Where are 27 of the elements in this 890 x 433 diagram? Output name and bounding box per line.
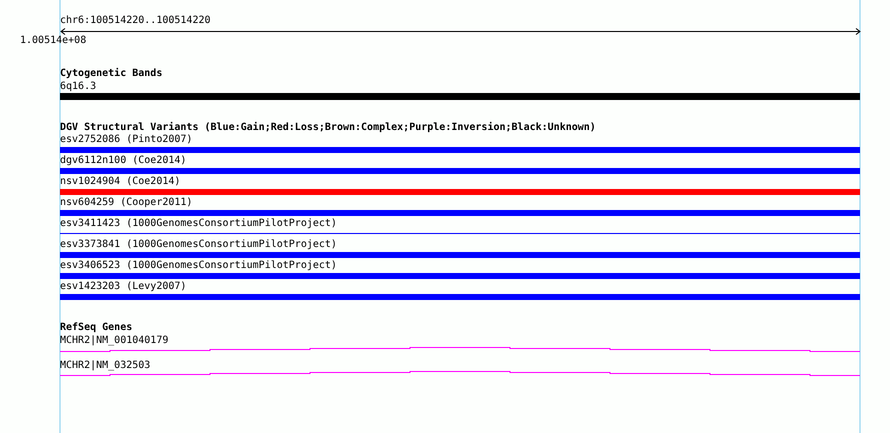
feature-track [60, 260, 860, 279]
feature-track [60, 239, 860, 258]
feature-label: nsv604259 (Cooper2011) [60, 197, 192, 208]
feature-label: esv3373841 (1000GenomesConsortiumPilotProject) [60, 239, 337, 250]
feature-track [60, 176, 860, 195]
track-title: RefSeq Genes [60, 322, 132, 333]
feature-track [60, 197, 860, 216]
gene-model [60, 335, 860, 353]
track-title: DGV Structural Variants (Blue:Gain;Red:Loss;Brown:Complex;Purple:Inversion;Black:Unknown) [60, 122, 596, 133]
feature-label: esv3406523 (1000GenomesConsortiumPilotProject) [60, 260, 337, 271]
feature-label: esv3411423 (1000GenomesConsortiumPilotProject) [60, 218, 337, 229]
feature-label: 6q16.3 [60, 81, 96, 92]
feature-track [60, 155, 860, 174]
coordinate-label: chr6:100514220..100514220 [60, 15, 211, 26]
feature-label: esv2752086 (Pinto2007) [60, 134, 192, 145]
feature-label: dgv6112n100 (Coe2014) [60, 155, 186, 166]
feature-track [60, 218, 860, 234]
feature-label: esv1423203 (Levy2007) [60, 281, 186, 292]
feature-track [60, 81, 860, 100]
feature-label: MCHR2|NM_032503 [60, 360, 150, 371]
feature-label: nsv1024904 (Coe2014) [60, 176, 180, 187]
feature-track [60, 134, 860, 153]
gene-model [60, 360, 860, 377]
track-title: Cytogenetic Bands [60, 68, 162, 79]
scale-label: 1.00514e+08 [20, 35, 86, 46]
feature-label: MCHR2|NM_001040179 [60, 335, 168, 346]
feature-track [60, 281, 860, 300]
